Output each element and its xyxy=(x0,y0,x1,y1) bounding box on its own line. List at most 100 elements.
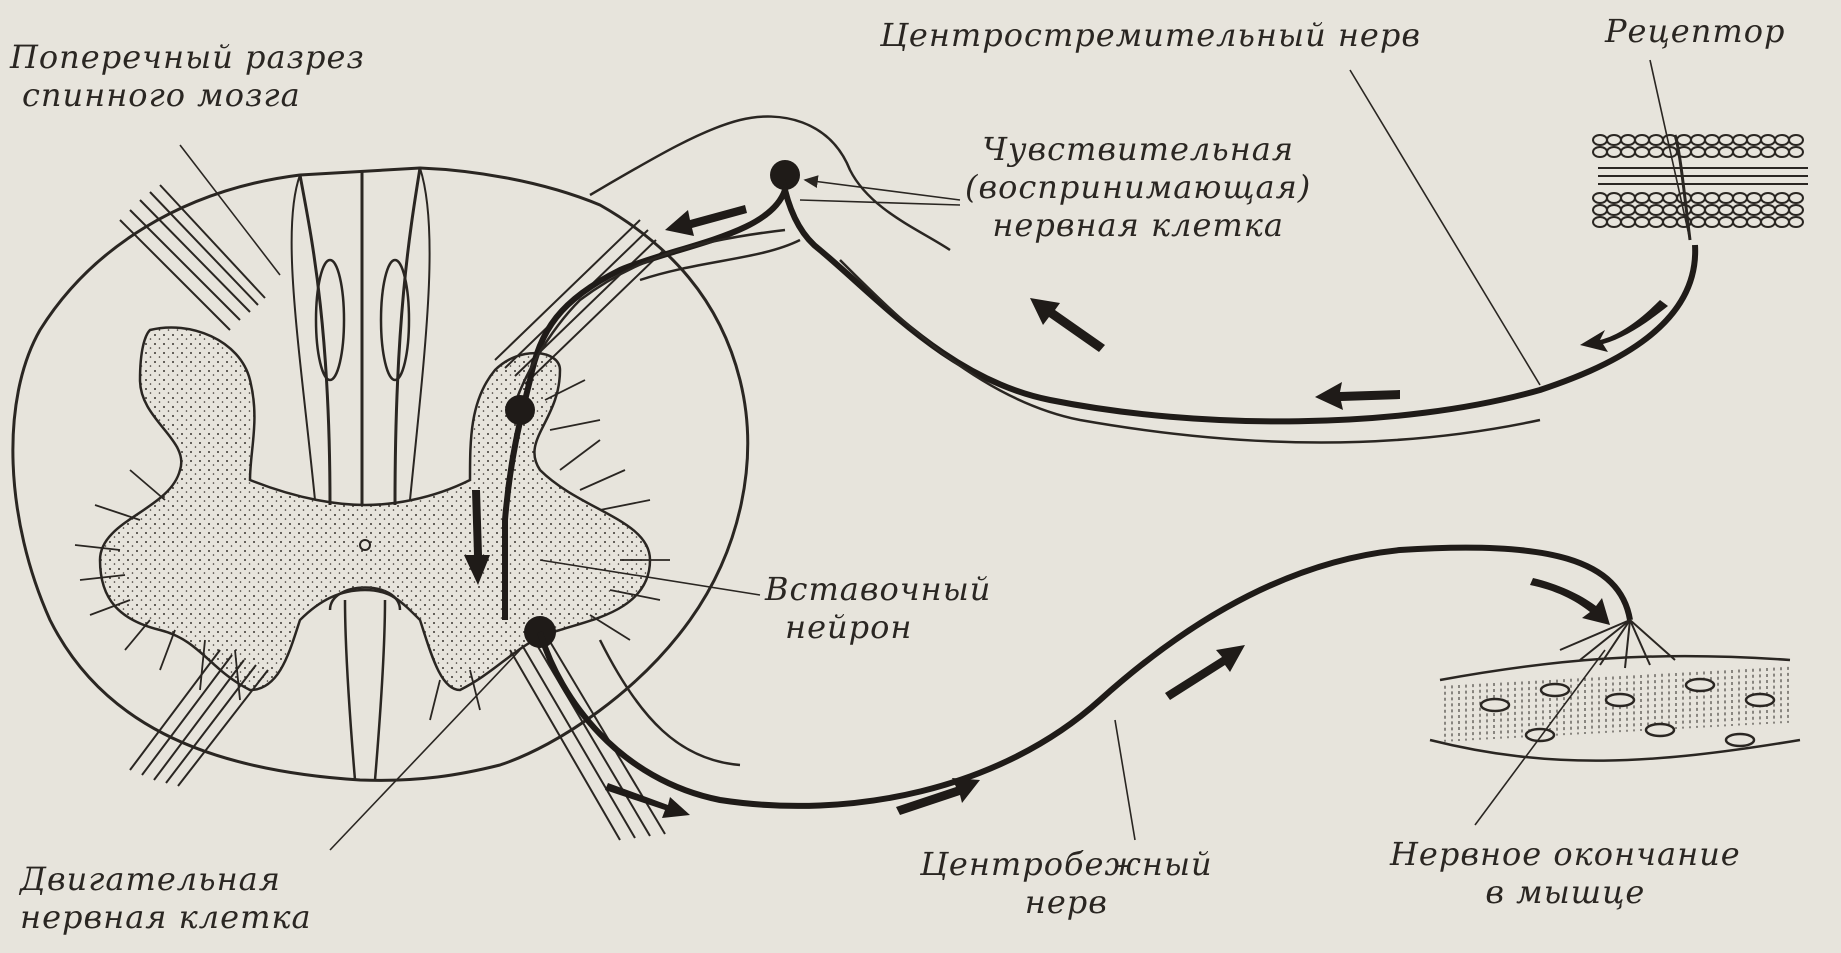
skin-cell xyxy=(1789,205,1803,215)
grey-matter xyxy=(100,327,650,690)
muscle-nucleus xyxy=(1481,699,1509,711)
label-motor-cell-line2: нервная клетка xyxy=(20,898,312,936)
arrow-afferent-1 xyxy=(1315,382,1400,410)
skin-cell xyxy=(1621,147,1635,157)
skin-cell xyxy=(1635,147,1649,157)
skin-cell xyxy=(1719,147,1733,157)
skin-cell xyxy=(1705,147,1719,157)
skin-cell xyxy=(1649,147,1663,157)
skin-cell xyxy=(1663,205,1677,215)
label-sensory-cell-line3: нервная клетка xyxy=(965,206,1311,244)
skin-cell xyxy=(1775,147,1789,157)
skin-cell xyxy=(1649,217,1663,227)
skin-cell xyxy=(1733,217,1747,227)
skin-cell xyxy=(1761,135,1775,145)
label-sensory-cell-line1: Чувствительная xyxy=(965,130,1311,168)
leader-sensory-1 xyxy=(805,180,960,200)
skin-cell xyxy=(1733,205,1747,215)
posterior-septum-left xyxy=(316,260,344,380)
label-sensory-cell-line2: (воспринимающая) xyxy=(965,168,1311,206)
skin-cell xyxy=(1691,205,1705,215)
skin-cell xyxy=(1747,217,1761,227)
label-efferent-nerve-line1: Центробежный xyxy=(920,845,1213,883)
skin-cell xyxy=(1761,217,1775,227)
skin-cell xyxy=(1733,147,1747,157)
skin-cell xyxy=(1775,135,1789,145)
skin-cell xyxy=(1719,205,1733,215)
muscle-nucleus xyxy=(1541,684,1569,696)
skin-cell xyxy=(1635,193,1649,203)
interneuron-body xyxy=(505,395,535,425)
skin-cell xyxy=(1747,135,1761,145)
muscle-nucleus xyxy=(1726,734,1754,746)
skin-cell xyxy=(1635,135,1649,145)
skin-cell xyxy=(1621,193,1635,203)
leader-motor xyxy=(330,650,520,850)
skin-cell xyxy=(1775,205,1789,215)
skin-cell xyxy=(1705,193,1719,203)
skin-cell xyxy=(1649,193,1663,203)
muscle-nucleus xyxy=(1646,724,1674,736)
skin-cell xyxy=(1775,217,1789,227)
leader-lines xyxy=(180,60,1690,850)
skin-cell xyxy=(1705,205,1719,215)
skin-cell xyxy=(1635,205,1649,215)
skin-cell xyxy=(1649,135,1663,145)
posterior-septum-right xyxy=(381,260,409,380)
skin-cell xyxy=(1593,217,1607,227)
label-cross-section: Поперечный разрез спинного мозга xyxy=(10,38,365,114)
skin-cell xyxy=(1733,193,1747,203)
label-interneuron-line2: нейрон xyxy=(765,608,991,646)
skin-cell xyxy=(1789,217,1803,227)
skin-cell xyxy=(1691,135,1705,145)
muscle-nucleus xyxy=(1686,679,1714,691)
skin-cell xyxy=(1635,217,1649,227)
leader-afferent xyxy=(1350,70,1540,385)
label-interneuron-line1: Вставочный xyxy=(765,570,991,608)
arrow-afferent-2 xyxy=(1030,298,1105,352)
label-receptor-text: Рецептор xyxy=(1605,12,1785,50)
arrow-efferent-3 xyxy=(1165,645,1245,700)
skin-cell xyxy=(1593,135,1607,145)
skin-cell xyxy=(1607,193,1621,203)
label-afferent-nerve-text: Центростремительный нерв xyxy=(880,16,1421,54)
skin-cell xyxy=(1663,217,1677,227)
skin-cell xyxy=(1747,205,1761,215)
receptor-structure xyxy=(1593,135,1808,240)
skin-cell xyxy=(1775,193,1789,203)
arrow-ending xyxy=(1530,578,1610,625)
skin-cell xyxy=(1747,193,1761,203)
spinal-cord-outline xyxy=(13,168,748,780)
skin-cell xyxy=(1621,135,1635,145)
skin-cell xyxy=(1607,135,1621,145)
label-receptor: Рецептор xyxy=(1605,12,1785,50)
skin-cell xyxy=(1649,205,1663,215)
skin-cell xyxy=(1593,147,1607,157)
leader-receptor xyxy=(1650,60,1690,240)
label-nerve-ending-line1: Нервное окончание xyxy=(1390,835,1741,873)
skin-cell xyxy=(1691,193,1705,203)
label-sensory-cell: Чувствительная (воспринимающая) нервная … xyxy=(965,130,1311,244)
label-cross-section-line1: Поперечный разрез xyxy=(10,38,365,76)
muscle-tissue xyxy=(1430,656,1800,761)
label-efferent-nerve: Центробежный нерв xyxy=(920,845,1213,921)
skin-cell xyxy=(1677,135,1691,145)
label-motor-cell-line1: Двигательная xyxy=(20,860,312,898)
skin-cell xyxy=(1607,147,1621,157)
anterior-root-right xyxy=(510,635,665,840)
label-nerve-ending: Нервное окончание в мышце xyxy=(1390,835,1741,911)
skin-cell xyxy=(1789,135,1803,145)
label-nerve-ending-line2: в мышце xyxy=(1390,873,1741,911)
skin-cell xyxy=(1761,205,1775,215)
skin-cell xyxy=(1789,193,1803,203)
arrow-receptor xyxy=(1580,300,1668,352)
skin-cell xyxy=(1761,147,1775,157)
central-canal xyxy=(360,540,370,550)
skin-cell xyxy=(1705,135,1719,145)
sensory-ganglion xyxy=(590,117,950,280)
skin-cell xyxy=(1691,217,1705,227)
posterior-root-left xyxy=(120,185,265,330)
skin-cell xyxy=(1705,217,1719,227)
label-efferent-nerve-line2: нерв xyxy=(920,883,1213,921)
